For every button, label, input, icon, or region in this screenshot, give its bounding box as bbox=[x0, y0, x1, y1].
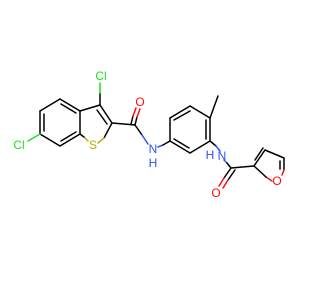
bond bbox=[141, 134, 149, 145]
bond bbox=[189, 105, 211, 119]
bond bbox=[60, 103, 77, 114]
bond bbox=[264, 149, 285, 159]
bond bbox=[253, 165, 267, 178]
atom-label-n: N bbox=[218, 149, 227, 163]
bond bbox=[227, 169, 236, 181]
furan-ring bbox=[230, 147, 285, 182]
bond bbox=[218, 177, 225, 187]
bond bbox=[132, 107, 137, 117]
bond bbox=[79, 104, 101, 112]
molecule-structure: Cl Cl S O N H N H O O bbox=[13, 69, 285, 200]
bond bbox=[209, 140, 217, 147]
atom-label-h: H bbox=[206, 148, 215, 162]
bond bbox=[173, 138, 190, 149]
bond bbox=[134, 116, 138, 126]
bond bbox=[173, 110, 191, 121]
atom-label-sulfur: S bbox=[89, 138, 97, 152]
bond bbox=[223, 167, 232, 179]
benzothiophene-thiophene-ring bbox=[79, 104, 113, 144]
bond bbox=[59, 133, 81, 147]
bond bbox=[222, 179, 229, 189]
bond bbox=[39, 98, 61, 112]
bond bbox=[189, 140, 211, 154]
bond bbox=[281, 169, 285, 176]
atom-label-nitrogen-amide-2: N H bbox=[206, 148, 227, 163]
bond bbox=[162, 140, 171, 146]
atom-label-oxygen-amide-1: O bbox=[135, 95, 144, 109]
bond bbox=[39, 133, 61, 147]
phenyl-ring bbox=[169, 105, 211, 154]
bond bbox=[103, 122, 113, 139]
bond bbox=[265, 176, 273, 182]
bond bbox=[130, 115, 134, 125]
bond bbox=[99, 104, 113, 124]
atom-label-oxygen-furan: O bbox=[272, 174, 281, 188]
atom-label-oxygen-amide-2: O bbox=[211, 186, 220, 200]
bond bbox=[209, 95, 219, 119]
bond bbox=[169, 105, 191, 119]
bond bbox=[169, 140, 191, 154]
bond bbox=[60, 131, 77, 142]
bond bbox=[134, 124, 143, 136]
bond bbox=[254, 147, 264, 161]
atom-label-chlorine-6: Cl bbox=[13, 138, 24, 152]
atom-label-nitrogen-amide-1: N H bbox=[149, 142, 158, 170]
bond bbox=[83, 136, 89, 142]
bond bbox=[27, 133, 41, 142]
bond bbox=[136, 108, 141, 118]
atom-label-n: N bbox=[149, 142, 158, 156]
atom-label-h: H bbox=[149, 156, 158, 170]
bond bbox=[97, 137, 105, 144]
bond bbox=[230, 165, 255, 169]
benzothiophene-benzene-ring bbox=[39, 98, 81, 147]
atom-label-chlorine-3: Cl bbox=[95, 69, 106, 83]
bond bbox=[96, 109, 108, 125]
bond bbox=[253, 149, 266, 167]
bond bbox=[157, 144, 164, 148]
bond bbox=[215, 145, 221, 152]
bond bbox=[79, 133, 85, 138]
amide-group-2 bbox=[209, 140, 236, 189]
amide-group-1 bbox=[111, 107, 171, 148]
bond bbox=[226, 162, 232, 169]
bond bbox=[59, 98, 81, 112]
